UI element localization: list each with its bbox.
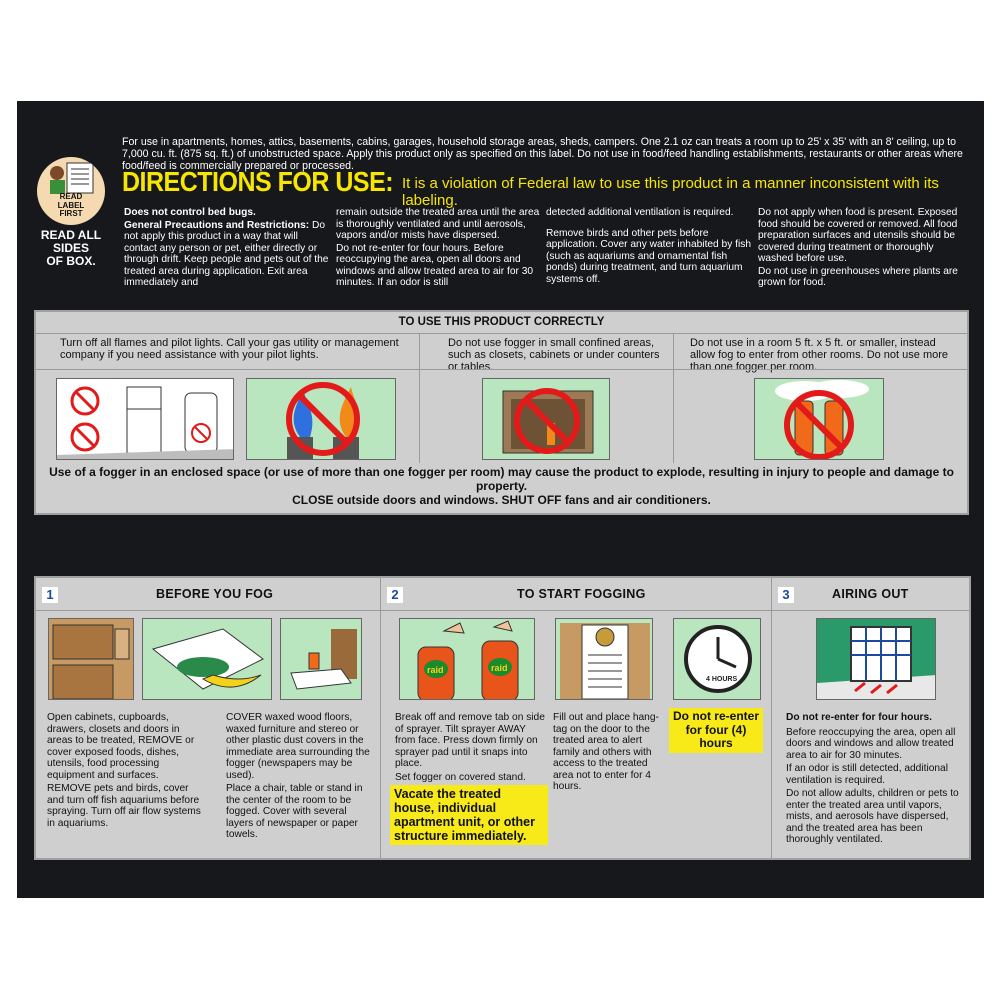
precautions-body: Do not apply this product in a way that … bbox=[124, 219, 329, 289]
column-4-text-a: Do not apply when food is present. Expos… bbox=[758, 207, 958, 264]
column-2-text-b: Do not re-enter for four hours. Before r… bbox=[336, 242, 534, 289]
column-4-text-b: Do not use in greenhouses where plants a… bbox=[758, 265, 958, 289]
directions-column-4: Do not apply when food is present. Expos… bbox=[758, 207, 963, 290]
small-room-cell: Do not use in a room 5 ft. x 5 ft. or sm… bbox=[674, 333, 967, 463]
correct-use-panel: TO USE THIS PRODUCT CORRECTLY Turn off a… bbox=[34, 310, 969, 515]
read-all-line1: READ ALL bbox=[40, 228, 102, 242]
small-room-text: Do not use in a room 5 ft. x 5 ft. or sm… bbox=[690, 337, 949, 373]
fire-icon bbox=[246, 378, 396, 460]
can-label-left: raid bbox=[427, 665, 444, 675]
explosion-warning-line2: CLOSE outside doors and windows. SHUT OF… bbox=[292, 493, 711, 507]
badge-line2: LABEL bbox=[57, 200, 85, 210]
directions-column-2: remain outside the treated area until th… bbox=[336, 207, 541, 290]
step-3: 3 AIRING OUT Do not re-enter for four ho… bbox=[772, 578, 969, 858]
badge-line3: FIRST bbox=[59, 209, 83, 218]
step-1: 1 BEFORE YOU FOG bbox=[36, 578, 381, 858]
step-1-number: 1 bbox=[42, 587, 58, 603]
intro-text: For use in apartments, homes, attics, ba… bbox=[122, 136, 963, 172]
step-2-header: 2 TO START FOGGING bbox=[381, 578, 771, 611]
step-2-hang-tag-text: Fill out and place hang-tag on the door … bbox=[553, 712, 659, 792]
cover-dishes-illustration bbox=[142, 618, 272, 700]
step-3-header: 3 AIRING OUT bbox=[772, 578, 969, 611]
can-label-right: raid bbox=[491, 663, 508, 673]
steps-panel: 1 BEFORE YOU FOG bbox=[34, 576, 971, 860]
window-icon bbox=[816, 618, 936, 700]
read-all-sides: READ ALL SIDES OF BOX. bbox=[29, 229, 113, 268]
appliances-illustration bbox=[56, 378, 234, 460]
badge-line1: READ bbox=[59, 192, 83, 201]
step-3-text: Do not re-enter for four hours. Before r… bbox=[786, 712, 964, 848]
open-cabinets-illustration bbox=[48, 618, 134, 700]
step-1-place-stand-text: Place a chair, table or stand in the cen… bbox=[226, 783, 363, 840]
step-1-cover-floors-text: COVER waxed wood floors, waxed furniture… bbox=[226, 712, 370, 781]
step-3-heading-text: Do not re-enter for four hours. bbox=[786, 712, 933, 723]
bed-bugs-note: Does not control bed bugs. bbox=[124, 207, 256, 218]
precautions-heading: General Precautions and Restrictions: bbox=[124, 219, 310, 231]
column-2-text-a: remain outside the treated area until th… bbox=[336, 207, 540, 241]
federal-law-notice: It is a violation of Federal law to use … bbox=[402, 175, 939, 209]
step-1-remove-pets-text: REMOVE pets and birds, cover and turn of… bbox=[47, 783, 201, 829]
step-2-set-fogger-text: Set fogger on covered stand. bbox=[395, 771, 526, 783]
step-1-title: BEFORE YOU FOG bbox=[156, 587, 274, 601]
explosion-warning: Use of a fogger in an enclosed space (or… bbox=[36, 465, 967, 507]
step-1-open-cabinets-text: Open cabinets, cupboards, drawers, close… bbox=[47, 712, 195, 781]
step-2-break-tab-text: Break off and remove tab on side of spra… bbox=[395, 712, 545, 769]
step-2: 2 TO START FOGGING raid raid bbox=[381, 578, 772, 858]
read-label-icon: READ LABEL FIRST bbox=[37, 157, 105, 225]
flames-text: Turn off all flames and pilot lights. Ca… bbox=[60, 337, 399, 361]
label-board: For use in apartments, homes, attics, ba… bbox=[17, 101, 984, 898]
step-2-title: TO START FOGGING bbox=[517, 587, 646, 601]
directions-title: DIRECTIONS FOR USE: bbox=[122, 166, 394, 198]
explosion-warning-line1: Use of a fogger in an enclosed space (or… bbox=[49, 465, 954, 493]
reenter-notice: Do not re-enter for four (4) hours bbox=[669, 708, 763, 753]
hang-tag-icon bbox=[555, 618, 653, 700]
flames-cell: Turn off all flames and pilot lights. Ca… bbox=[36, 333, 420, 463]
read-all-line3: OF BOX. bbox=[46, 254, 96, 268]
step-3-no-entry-text: Do not allow adults, children or pets to… bbox=[786, 788, 959, 845]
step-2-text-left: Break off and remove tab on side of spra… bbox=[395, 712, 545, 785]
precautions-text: General Precautions and Restrictions: Do… bbox=[124, 220, 329, 289]
fogger-can-icon bbox=[754, 378, 884, 460]
clock-icon: 4 HOURS bbox=[673, 618, 761, 700]
step-3-odor-text: If an odor is still detected, additional… bbox=[786, 763, 948, 786]
step-1-header: 1 BEFORE YOU FOG bbox=[36, 578, 380, 611]
directions-column-3: detected additional ventilation is requi… bbox=[546, 207, 751, 286]
confined-areas-cell: Do not use fogger in small confined area… bbox=[420, 333, 674, 463]
step-3-title: AIRING OUT bbox=[832, 587, 909, 601]
step-1-text-left: Open cabinets, cupboards, drawers, close… bbox=[47, 712, 207, 831]
column-3-text-b: Remove birds and other pets before appli… bbox=[546, 227, 751, 285]
sprayer-illustration: raid raid bbox=[399, 618, 535, 700]
step-3-number: 3 bbox=[778, 587, 794, 603]
correct-use-heading: TO USE THIS PRODUCT CORRECTLY bbox=[36, 312, 967, 334]
step-3-reoccupy-text: Before reoccupying the area, open all do… bbox=[786, 726, 956, 761]
covered-stand-illustration bbox=[280, 618, 362, 700]
read-all-line2: SIDES bbox=[52, 241, 89, 255]
step-1-text-right: COVER waxed wood floors, waxed furniture… bbox=[226, 712, 371, 843]
column-3-text-a: detected additional ventilation is requi… bbox=[546, 207, 734, 218]
cabinet-icon bbox=[482, 378, 610, 460]
directions-column-1: Does not control bed bugs. General Preca… bbox=[124, 207, 329, 290]
clock-label: 4 HOURS bbox=[706, 676, 737, 683]
confined-areas-text: Do not use fogger in small confined area… bbox=[448, 337, 660, 373]
vacate-notice: Vacate the treated house, individual apa… bbox=[390, 785, 548, 845]
no-flame-icon bbox=[70, 386, 211, 452]
step-2-number: 2 bbox=[387, 587, 403, 603]
